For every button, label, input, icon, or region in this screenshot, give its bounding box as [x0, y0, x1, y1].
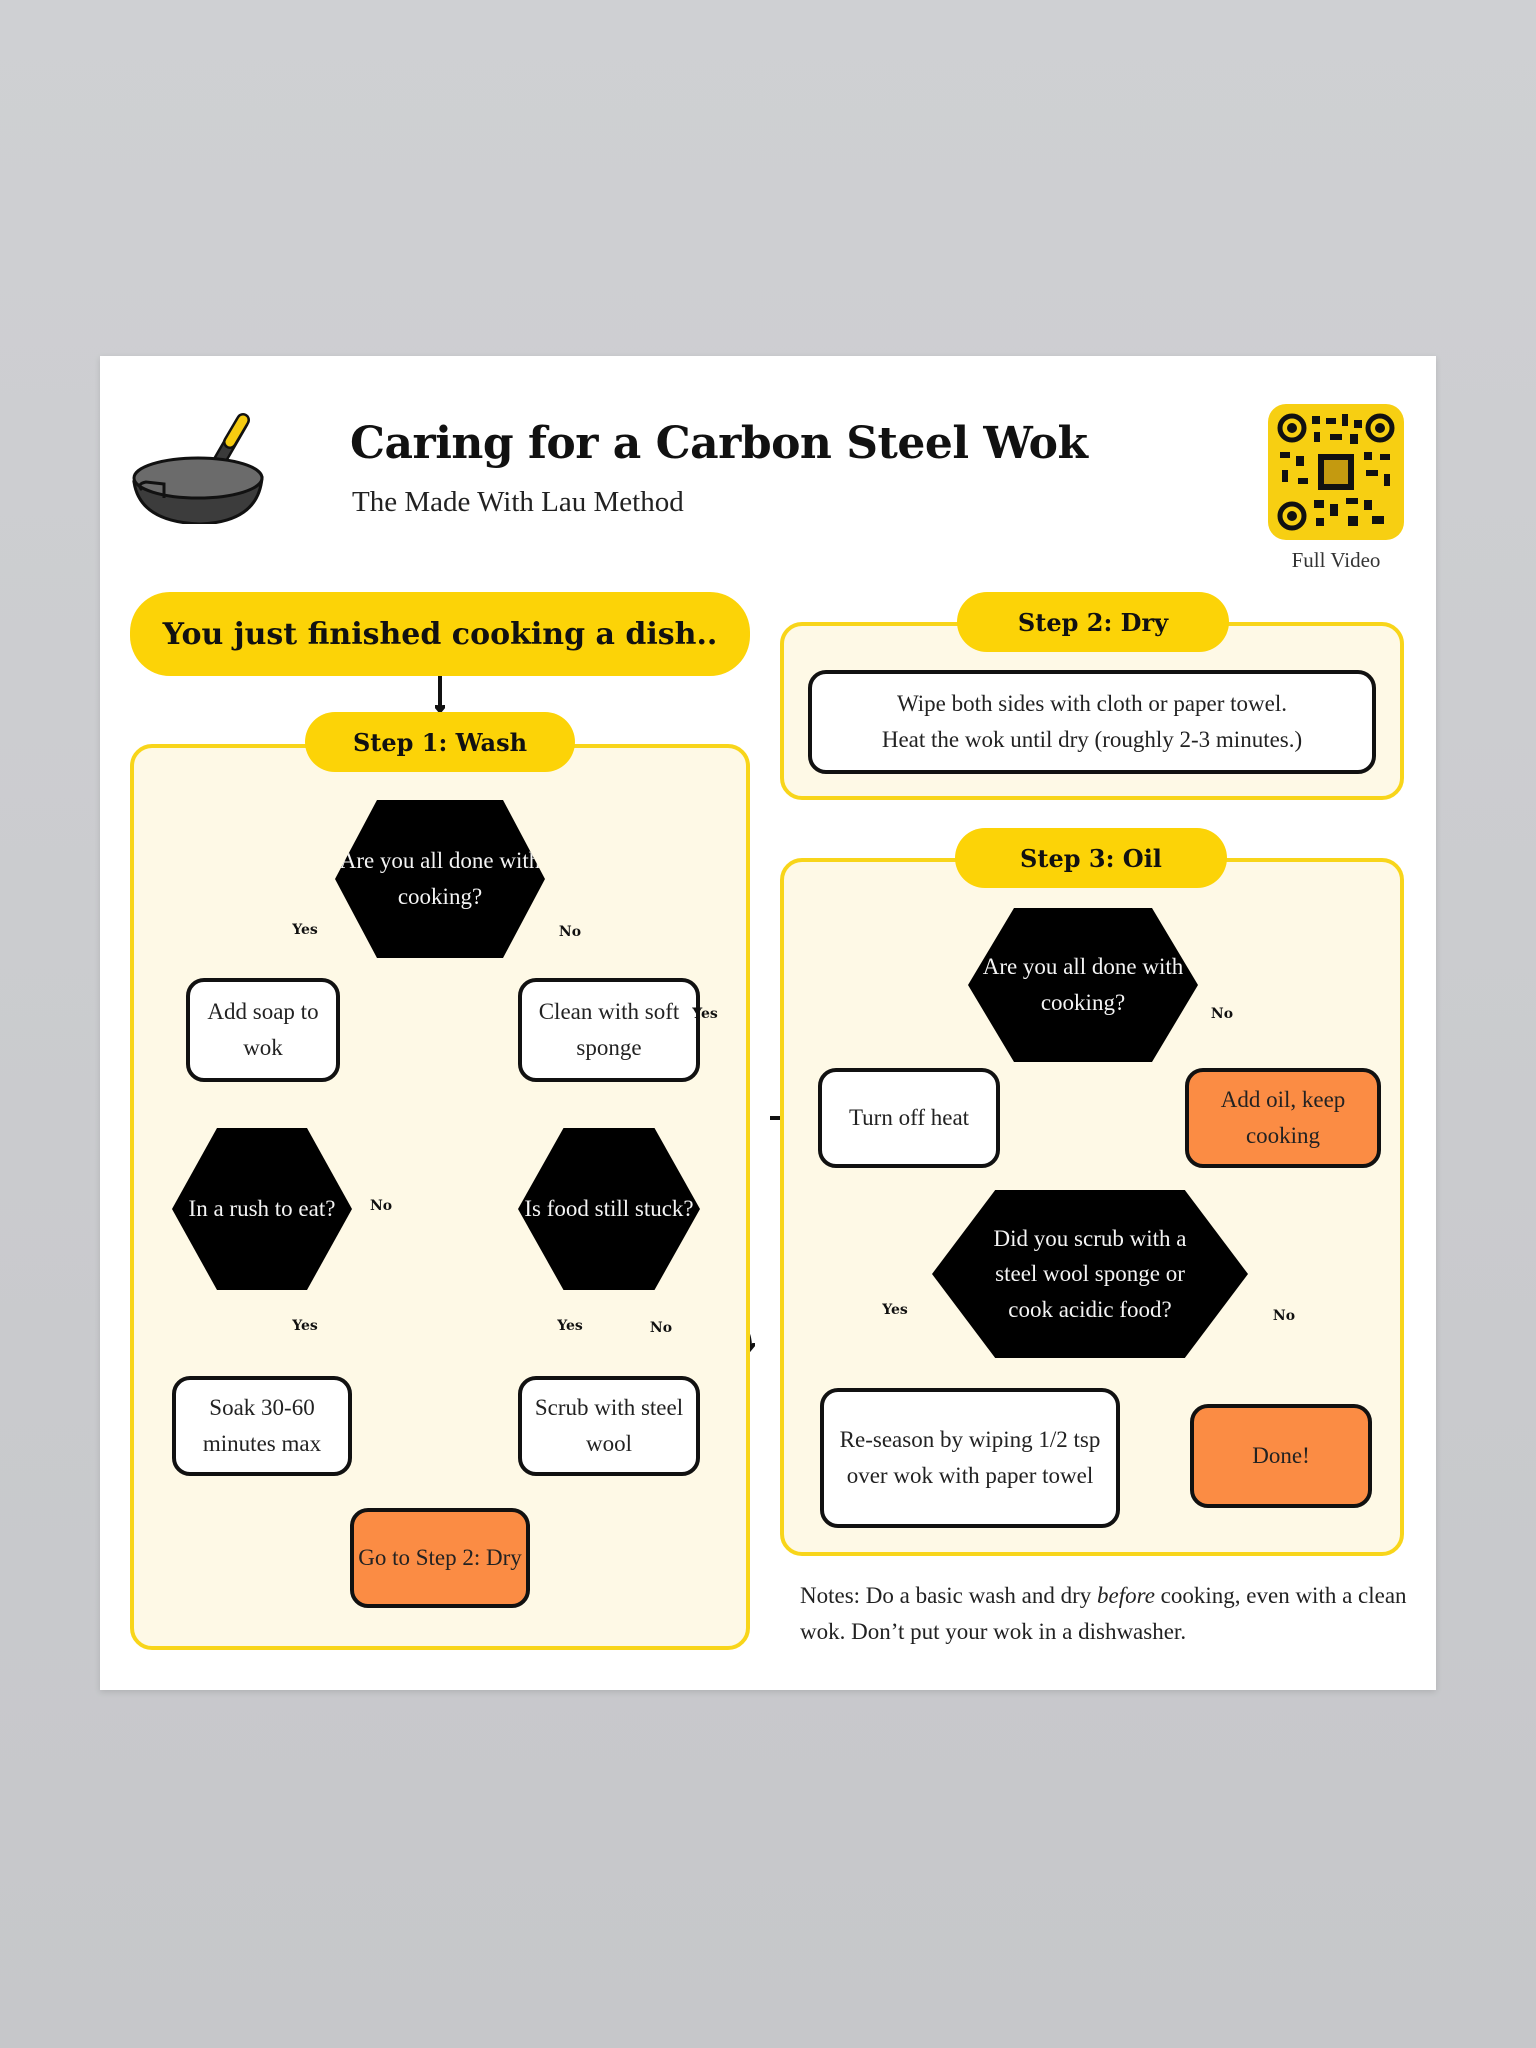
label-scrub-yes: Yes: [882, 1302, 908, 1318]
step1-heading: Step 1: Wash: [305, 712, 575, 772]
wok-icon: [130, 404, 270, 526]
label-rush-no: No: [370, 1198, 393, 1214]
step2-line2: Heat the wok until dry (roughly 2-3 minu…: [881, 727, 1303, 752]
step-reseason: Re-season by wiping 1/2 tsp over wok wit…: [820, 1388, 1120, 1528]
qr-code-icon[interactable]: [1268, 404, 1404, 540]
start-banner: You just finished cooking a dish..: [130, 592, 750, 676]
decision-done-cooking: Are you all done with cooking?: [335, 800, 545, 958]
label-yes: Yes: [292, 922, 318, 938]
label-no: No: [558, 924, 582, 940]
step-scrub-steel-wool: Scrub with steel wool: [518, 1376, 700, 1476]
decision-oil-done-cooking: Are you all done with cooking?: [968, 908, 1198, 1062]
infographic-card: Caring for a Carbon Steel Wok The Made W…: [100, 356, 1436, 1690]
label-scrub-no: No: [1272, 1308, 1296, 1324]
label-rush-yes: Yes: [292, 1318, 318, 1334]
page-subtitle: The Made With Lau Method: [352, 486, 684, 518]
step-add-oil-keep-cooking: Add oil, keep cooking: [1185, 1068, 1381, 1168]
step-clean-soft-sponge: Clean with soft sponge: [518, 978, 700, 1082]
step-soak: Soak 30-60 minutes max: [172, 1376, 352, 1476]
step-turn-off-heat: Turn off heat: [818, 1068, 1000, 1168]
notes-emphasis: before: [1097, 1583, 1155, 1608]
step-done: Done!: [1190, 1404, 1372, 1508]
step2-heading: Step 2: Dry: [957, 592, 1229, 652]
label-oil-yes: Yes: [692, 1006, 718, 1022]
step2-line1: Wipe both sides with cloth or paper towe…: [897, 691, 1287, 717]
step-go-to-step2: Go to Step 2: Dry: [350, 1508, 530, 1608]
step3-heading: Step 3: Oil: [955, 828, 1227, 888]
notes-suffix: cooking, even with a clean wok. Don’t pu…: [800, 1583, 1407, 1644]
page-title: Caring for a Carbon Steel Wok: [350, 418, 1088, 469]
label-stuck-no: No: [649, 1320, 673, 1336]
step-add-soap: Add soap to wok: [186, 978, 340, 1082]
label-stuck-yes: Yes: [557, 1318, 583, 1334]
qr-label: Full Video: [1291, 548, 1381, 572]
decision-scrub-or-acidic: Did you scrub with a steel wool sponge o…: [932, 1190, 1248, 1358]
notes-text: Notes: Do a basic wash and dry before co…: [800, 1578, 1420, 1649]
notes-prefix: Notes: Do a basic wash and dry: [800, 1583, 1098, 1608]
label-oil-no: No: [1210, 1006, 1234, 1022]
step2-instructions: Wipe both sides with cloth or paper towe…: [808, 670, 1376, 774]
decision-in-a-rush: In a rush to eat?: [172, 1128, 352, 1290]
